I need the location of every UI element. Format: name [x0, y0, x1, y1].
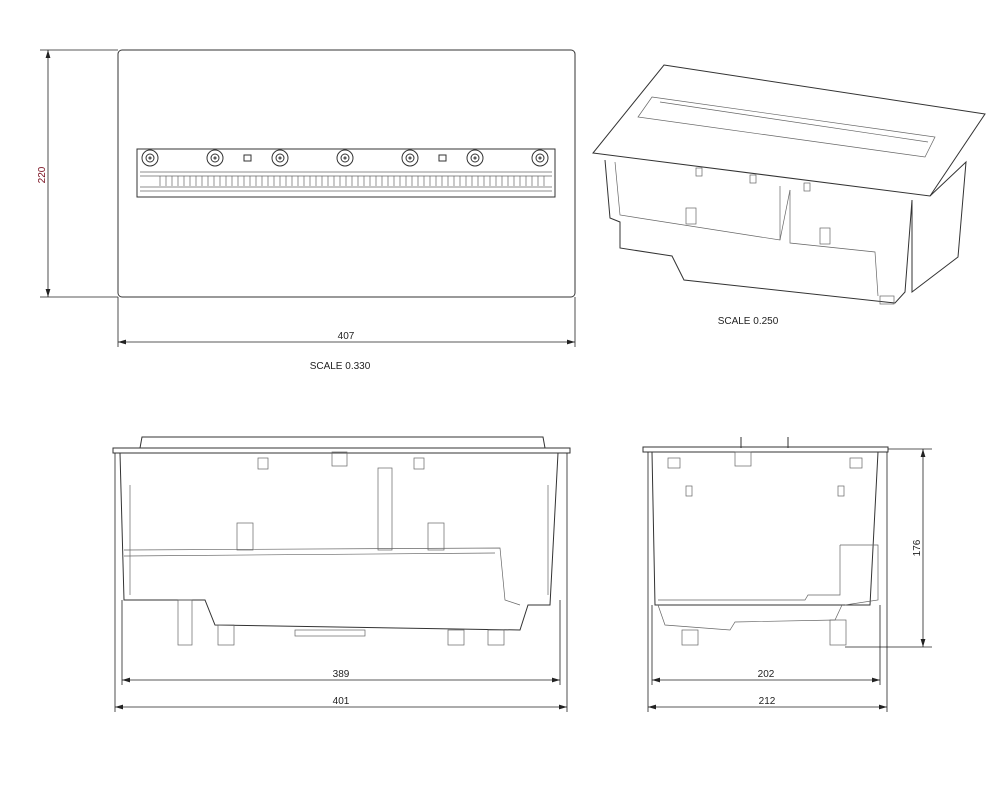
top-plate-outline — [117, 49, 576, 298]
grommet-circle — [340, 153, 350, 163]
height-dimension-label: 220 — [37, 166, 48, 183]
scale-label-iso: SCALE 0.250 — [718, 316, 779, 327]
grommet-circle — [275, 153, 285, 163]
front-outer-width-label: 401 — [333, 696, 350, 707]
grommet-circle — [473, 156, 477, 160]
grommet-circle — [336, 149, 354, 167]
grommet-circle — [148, 156, 152, 160]
front-inner-width-label: 389 — [333, 669, 350, 680]
width-dimension-label: 407 — [338, 331, 355, 342]
grommet-circle — [408, 156, 412, 160]
grommet-circle — [470, 153, 480, 163]
scale-label-top: SCALE 0.330 — [310, 361, 371, 372]
side-view: 176 202 212 — [642, 437, 932, 712]
grommet-circle — [535, 153, 545, 163]
grommet-circle — [145, 153, 155, 163]
front-view: 389 401 — [112, 436, 571, 712]
grommet-circle — [141, 149, 159, 167]
side-outer-width-label: 212 — [759, 696, 776, 707]
grommet-circle — [271, 149, 289, 167]
grommet-circle — [466, 149, 484, 167]
grommet-circle — [405, 153, 415, 163]
grommet-circle — [278, 156, 282, 160]
grommet-circle — [206, 149, 224, 167]
iso-top-plate — [592, 64, 986, 197]
grommet-circle — [343, 156, 347, 160]
grommet-circle — [401, 149, 419, 167]
cable-slot-strip — [136, 148, 556, 198]
grommet-circle — [213, 156, 217, 160]
side-height-label: 176 — [912, 539, 923, 556]
grommet-circle — [210, 153, 220, 163]
top-view: 220 407 SCALE 0.330 — [37, 49, 576, 372]
grommet-circle — [531, 149, 549, 167]
isometric-view: SCALE 0.250 — [592, 64, 986, 327]
side-inner-width-label: 202 — [758, 669, 775, 680]
grommet-circle — [538, 156, 542, 160]
